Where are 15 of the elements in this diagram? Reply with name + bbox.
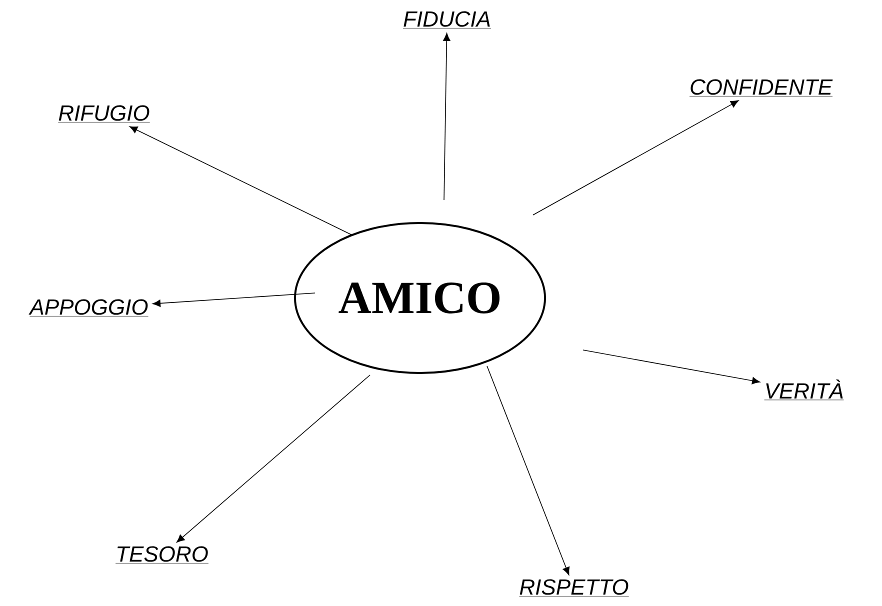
word-label: FIDUCIA: [402, 11, 492, 28]
word-label: VERITÀ: [764, 379, 844, 400]
arrow: [443, 33, 450, 200]
arrow: [582, 350, 760, 384]
arrow: [152, 292, 316, 307]
word-label: RIFUGIO: [58, 105, 150, 122]
arrow: [129, 126, 352, 236]
word-label: CONFIDENTE: [689, 79, 833, 96]
word-label: APPOGGIO: [28, 299, 148, 316]
arrow: [486, 366, 570, 576]
word-label: TESORO: [115, 546, 209, 564]
arrow: [176, 374, 370, 542]
ellipse-node: AMICO: [294, 222, 546, 374]
arrow: [532, 100, 739, 216]
word-label: RISPETTO: [519, 579, 630, 596]
